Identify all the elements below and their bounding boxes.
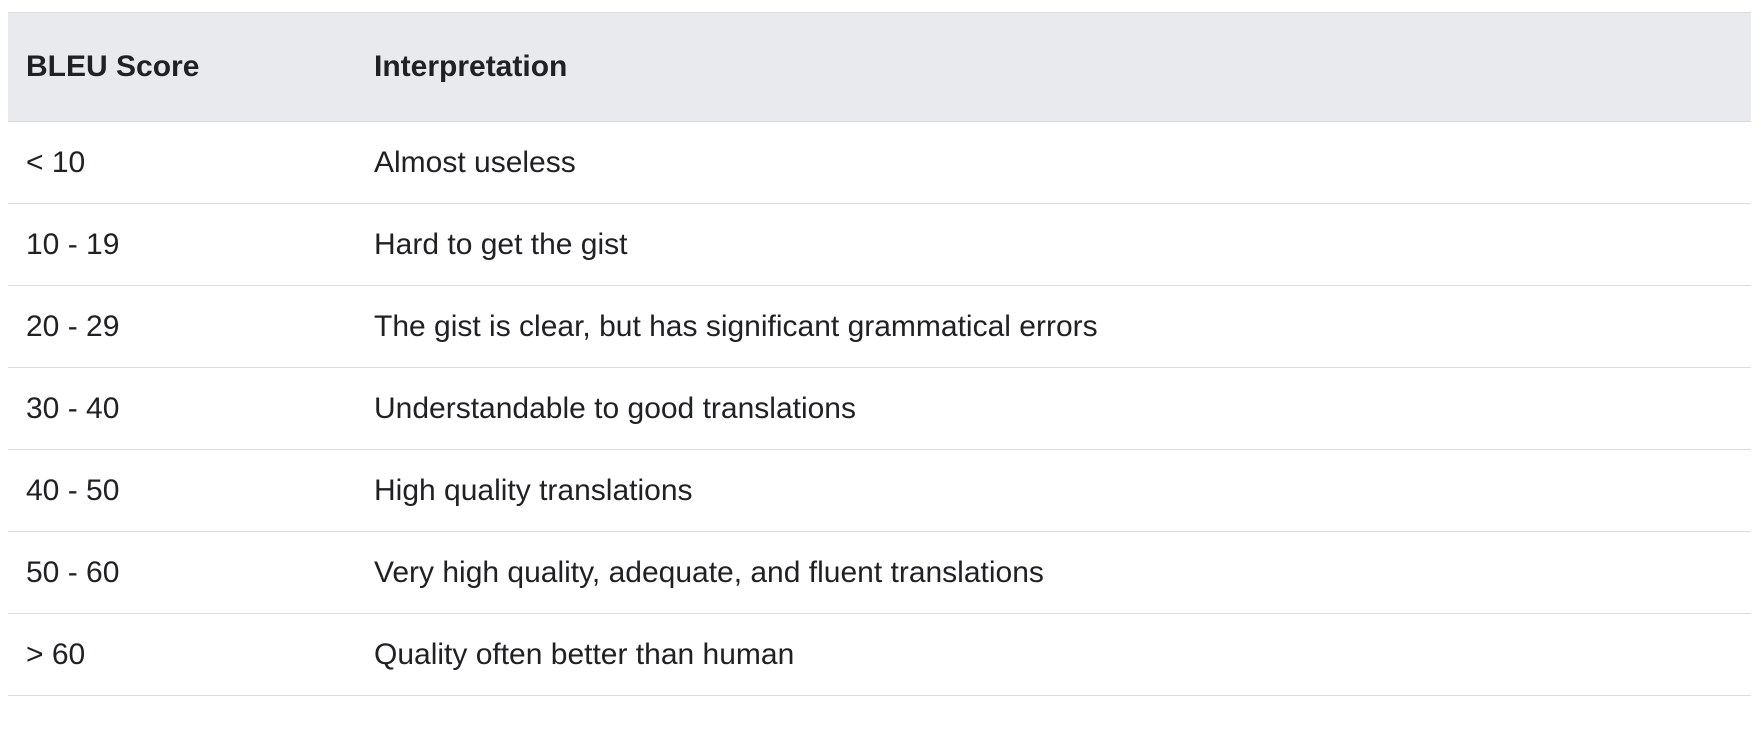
score-cell: 20 - 29 [8, 285, 356, 368]
table-row: > 60 Quality often better than human [8, 613, 1751, 696]
table-row: < 10 Almost useless [8, 121, 1751, 204]
score-cell: 30 - 40 [8, 367, 356, 450]
table-row: 30 - 40 Understandable to good translati… [8, 367, 1751, 450]
table-row: 20 - 29 The gist is clear, but has signi… [8, 285, 1751, 368]
bleu-table-container: BLEU Score Interpretation < 10 Almost us… [8, 12, 1751, 696]
bleu-score-table: BLEU Score Interpretation < 10 Almost us… [8, 12, 1751, 696]
header-row: BLEU Score Interpretation [8, 12, 1751, 122]
interpretation-cell: Quality often better than human [356, 613, 1751, 696]
interpretation-cell: High quality translations [356, 449, 1751, 532]
interpretation-cell: Very high quality, adequate, and fluent … [356, 531, 1751, 614]
table-body: < 10 Almost useless 10 - 19 Hard to get … [8, 121, 1751, 696]
score-cell: 40 - 50 [8, 449, 356, 532]
table-header: BLEU Score Interpretation [8, 12, 1751, 122]
table-row: 40 - 50 High quality translations [8, 449, 1751, 532]
interpretation-cell: The gist is clear, but has significant g… [356, 285, 1751, 368]
table-row: 50 - 60 Very high quality, adequate, and… [8, 531, 1751, 614]
interpretation-cell: Hard to get the gist [356, 203, 1751, 286]
score-cell: 50 - 60 [8, 531, 356, 614]
header-bleu-score: BLEU Score [8, 12, 356, 122]
interpretation-cell: Understandable to good translations [356, 367, 1751, 450]
interpretation-cell: Almost useless [356, 121, 1751, 204]
score-cell: > 60 [8, 613, 356, 696]
score-cell: 10 - 19 [8, 203, 356, 286]
table-row: 10 - 19 Hard to get the gist [8, 203, 1751, 286]
header-interpretation: Interpretation [356, 12, 1751, 122]
score-cell: < 10 [8, 121, 356, 204]
